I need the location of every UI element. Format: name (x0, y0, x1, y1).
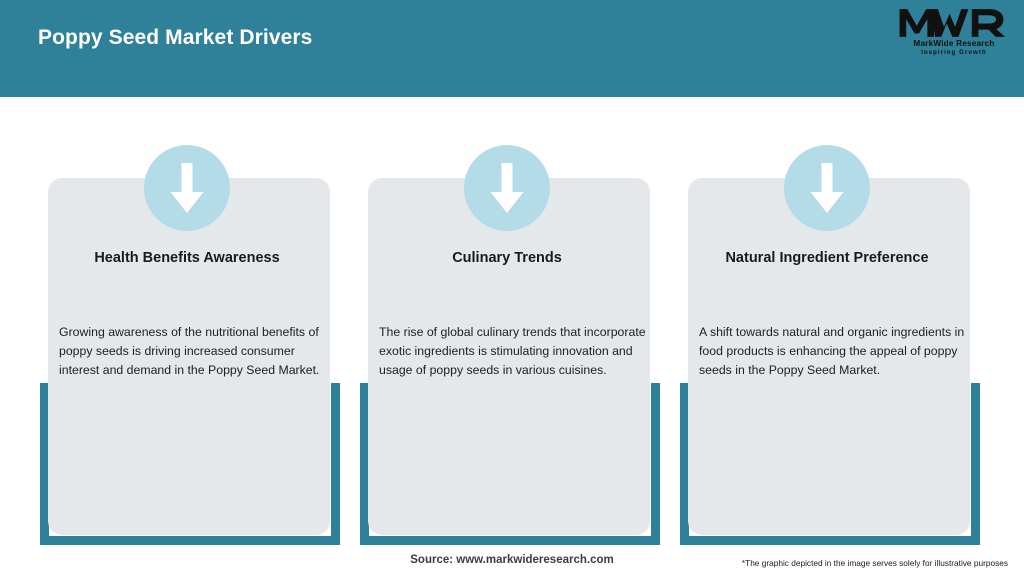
footer-disclaimer: *The graphic depicted in the image serve… (741, 558, 1008, 568)
page-title: Poppy Seed Market Drivers (38, 26, 313, 49)
accent-bar-left (40, 383, 49, 545)
arrow-down-icon (784, 145, 870, 231)
brand-logo: MarkWide Research Inspiring Growth (898, 8, 1010, 60)
card-body-text: Growing awareness of the nutritional ben… (59, 325, 320, 377)
accent-bar-bottom (40, 536, 340, 545)
driver-card-1: Health Benefits Awareness Growing awaren… (34, 97, 340, 547)
footer-source: Source: www.markwideresearch.com (410, 554, 614, 566)
card-panel (368, 178, 650, 535)
page-header: Poppy Seed Market Drivers MarkWide Resea… (0, 0, 1024, 97)
logo-company-name: MarkWide Research (913, 39, 995, 48)
accent-bar-right (651, 383, 660, 545)
card-body-text: A shift towards natural and organic ingr… (699, 325, 965, 377)
drivers-card-grid: Health Benefits Awareness Growing awaren… (0, 97, 1024, 547)
accent-bar-bottom (360, 536, 660, 545)
arrow-down-icon (144, 145, 230, 231)
card-title: Culinary Trends (452, 250, 562, 266)
logo-tagline: Inspiring Growth (921, 50, 987, 56)
arrow-down-icon (464, 145, 550, 231)
card-title: Natural Ingredient Preference (725, 250, 929, 266)
driver-card-2: Culinary Trends The rise of global culin… (354, 97, 660, 547)
card-panel (48, 178, 330, 535)
accent-bar-left (680, 383, 689, 545)
accent-bar-left (360, 383, 369, 545)
card-body-text: The rise of global culinary trends that … (379, 325, 646, 377)
driver-card-3: Natural Ingredient Preference A shift to… (674, 97, 980, 547)
accent-bar-right (971, 383, 980, 545)
card-panel (688, 178, 970, 535)
mwr-logo-icon (898, 8, 1010, 38)
accent-bar-bottom (680, 536, 980, 545)
card-title: Health Benefits Awareness (94, 250, 280, 266)
accent-bar-right (331, 383, 340, 545)
